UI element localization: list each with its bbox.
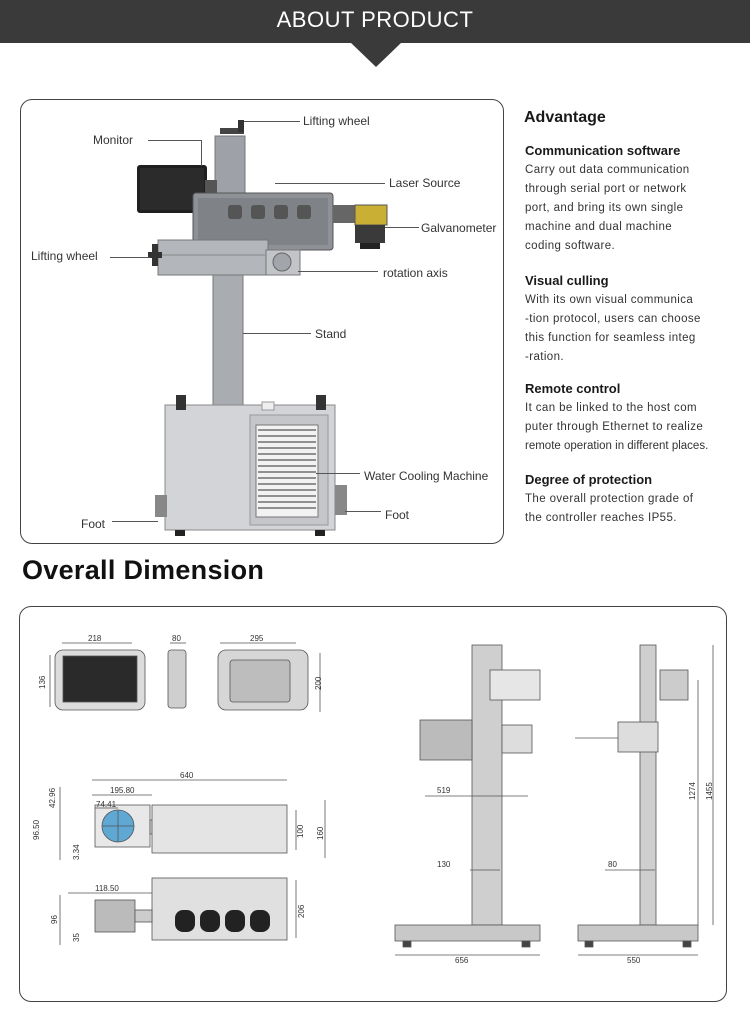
dim-front-arm: 519 [437,786,451,795]
dim-laser-bottom: 3.34 [72,844,81,860]
dim-laser-outer: 160 [316,826,325,840]
advantage-line: puter through Ethernet to realize [525,421,704,433]
callout-lifting-wheel-top: Lifting wheel [303,114,370,128]
dim-laser-lens: 74.41 [96,800,117,809]
advantage-line: remote operation in different places. [525,440,709,452]
callout-foot-left: Foot [81,517,106,531]
advantage-line: The overall protection grade of [525,493,694,505]
callout-monitor: Monitor [93,133,134,147]
dim-laser-length: 640 [180,771,194,780]
advantage-item-heading: Communication software [525,143,681,158]
dim-front-base: 656 [455,956,469,965]
callout-lifting-wheel-left: Lifting wheel [31,249,98,263]
dim-side-bottom: 35 [72,933,81,942]
dim-monitor-height: 136 [38,675,47,689]
leader-lifting-wheel-left [110,257,150,258]
dim-side-outer: 206 [297,904,306,918]
leader-foot-left [112,521,158,522]
leader-stand [243,333,311,334]
advantage-line: this function for seamless integ [525,332,696,344]
stand-shape [212,274,244,406]
callout-galvanometer: Galvanometer [421,221,497,235]
callout-water-cooling: Water Cooling Machine [364,469,489,483]
top-wheel-handle [220,128,244,134]
dim-side-column: 80 [608,860,617,869]
callout-laser-source: Laser Source [389,176,461,190]
advantage-line: machine and dual machine [525,221,673,233]
advantage-item-body: Carry out data communication through ser… [525,161,725,256]
advantage-line: port, and bring its own single [525,202,684,214]
dim-monitor-width: 218 [88,634,102,643]
advantage-item-heading: Remote control [525,381,621,396]
leader-lifting-wheel-top [244,121,300,122]
dim-laser-offset: 195.80 [110,786,135,795]
dim-galvo-width: 295 [250,634,264,643]
dim-laser-height: 96.50 [32,819,41,840]
leader-foot-right [345,511,381,512]
dim-laser-top: 42.96 [48,787,57,808]
advantage-item-remote-control: Remote control It can be linked to the h… [525,381,725,456]
callout-stand: Stand [315,327,347,341]
banner-title: ABOUT PRODUCT [276,7,474,32]
advantage-item-body: The overall protection grade of the cont… [525,490,725,528]
dim-side-base: 550 [627,956,641,965]
advantage-title: Advantage [524,109,606,126]
dim-side-height: 96 [50,915,59,924]
dim-laser-inner: 100 [296,824,305,838]
dim-monitor-depth: 80 [172,634,181,643]
dim-side-offset: 118.50 [95,884,119,893]
leader-laser-source [275,183,385,184]
advantage-line: With its own visual communica [525,294,694,306]
leader-rotation-axis [298,271,378,272]
advantage-item-body: With its own visual communica -tion prot… [525,291,725,367]
advantage-item-heading: Visual culling [525,273,609,288]
leader-galvanometer [385,227,419,228]
advantage-line: -ration. [525,351,564,363]
about-product-banner: ABOUT PRODUCT [0,0,750,43]
advantage-item-protection: Degree of protection The overall protect… [525,472,725,528]
dim-galvo-height: 200 [314,676,323,690]
callout-rotation-axis: rotation axis [383,266,448,280]
advantage-line: -tion protocol, users can choose [525,313,701,325]
leader-monitor-down [201,140,202,166]
dim-side-height-mid: 1274 [688,782,697,800]
advantage-line: the controller reaches IP55. [525,512,677,524]
advantage-line: coding software. [525,240,616,252]
leader-water-cooling [316,473,360,474]
laser-machine-illustration [137,120,388,536]
advantage-line: Carry out data communication [525,164,690,176]
dim-front-column: 130 [437,860,451,869]
dim-side-height-total: 1455 [705,782,714,800]
advantage-item-heading: Degree of protection [525,472,653,487]
advantage-item-visual-culling: Visual culling With its own visual commu… [525,273,725,367]
advantage-item-communication: Communication software Carry out data co… [525,143,725,256]
overall-dimension-heading: Overall Dimension [22,555,265,585]
advantage-item-body: It can be linked to the host com puter t… [525,399,725,456]
banner-arrow [350,42,402,67]
advantage-line: through serial port or network [525,183,687,195]
callout-foot-right: Foot [385,508,410,522]
leader-monitor [148,140,202,141]
advantage-line: It can be linked to the host com [525,402,697,414]
